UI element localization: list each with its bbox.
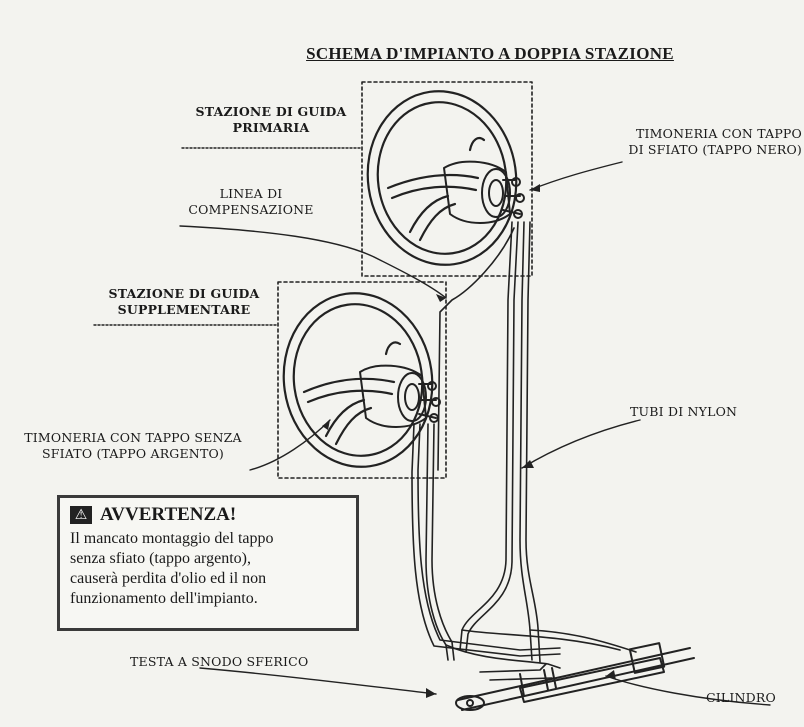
label-unvented-helm-line2: SFIATO (TAPPO ARGENTO) <box>41 446 225 461</box>
page-title: SCHEMA D'IMPIANTO A DOPPIA STAZIONE <box>306 44 674 63</box>
label-secondary-station-line1: STAZIONE DI GUIDA <box>108 286 260 301</box>
arrow-heads <box>322 184 616 698</box>
secondary-hoses <box>411 423 561 661</box>
label-unvented-helm: TIMONERIA CON TAPPO SENZA SFIATO (TAPPO … <box>8 430 258 462</box>
label-compensation-line: LINEA DI COMPENSAZIONE <box>176 186 326 218</box>
warning-triangle-icon: ⚠ <box>70 506 92 524</box>
label-secondary-station: STAZIONE DI GUIDA SUPPLEMENTARE <box>94 286 274 318</box>
primary-helm-pump <box>443 160 525 224</box>
warning-line-3: causerà perdita d'olio ed il non <box>70 570 267 587</box>
label-vented-helm: TIMONERIA CON TAPPO DI SFIATO (TAPPO NER… <box>596 126 802 158</box>
label-secondary-station-line2: SUPPLEMENTARE <box>117 302 251 317</box>
primary-steering-wheel <box>366 90 518 266</box>
warning-text: Il mancato montaggio del tappo senza sfi… <box>70 529 346 609</box>
primary-hoses <box>437 221 541 663</box>
warning-box: ⚠ AVVERTENZA! Il mancato montaggio del t… <box>57 495 359 631</box>
secondary-station-box <box>277 281 447 479</box>
label-unvented-helm-line1: TIMONERIA CON TAPPO SENZA <box>24 430 242 445</box>
secondary-steering-wheel <box>282 292 434 468</box>
leader-lines <box>93 147 771 706</box>
secondary-helm-pump <box>359 364 441 428</box>
label-ball-joint: TESTA A SNODO SFERICO <box>130 654 309 669</box>
label-compensation-line1: LINEA DI <box>219 186 283 201</box>
label-cylinder: CILINDRO <box>706 690 776 705</box>
ball-joint-end <box>455 695 485 711</box>
warning-line-2: senza sfiato (tappo argento), <box>70 550 251 567</box>
label-compensation-line2: COMPENSAZIONE <box>188 202 314 217</box>
warning-heading-row: ⚠ AVVERTENZA! <box>70 504 346 526</box>
warning-line-1: Il mancato montaggio del tappo <box>70 530 274 547</box>
label-primary-station-line2: PRIMARIA <box>232 120 310 135</box>
label-primary-station-line1: STAZIONE DI GUIDA <box>195 104 347 119</box>
hydraulic-cylinder <box>457 642 695 711</box>
warning-line-4: funzionamento dell'impianto. <box>70 590 258 607</box>
warning-heading: AVVERTENZA! <box>100 504 237 525</box>
label-vented-helm-line2: DI SFIATO (TAPPO NERO) <box>628 142 802 157</box>
label-vented-helm-line1: TIMONERIA CON TAPPO <box>635 126 802 141</box>
label-nylon-tubes: TUBI DI NYLON <box>630 404 738 419</box>
label-primary-station: STAZIONE DI GUIDA PRIMARIA <box>182 104 360 136</box>
primary-station-box <box>361 81 533 277</box>
